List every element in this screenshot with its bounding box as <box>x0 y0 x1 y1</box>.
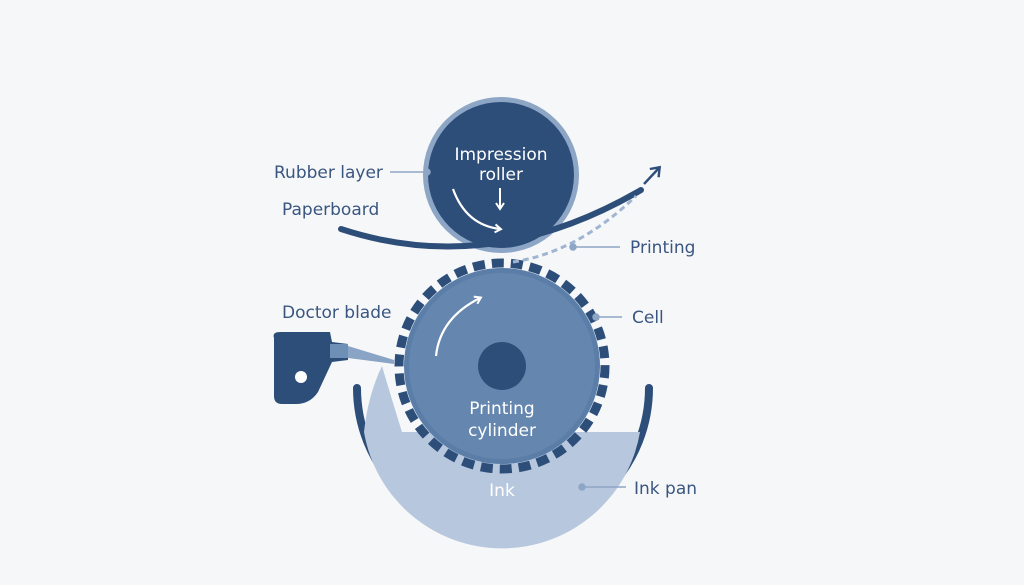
printed-ink-layer <box>512 194 638 264</box>
impression-roller-label-line2: roller <box>479 165 523 185</box>
ink-film <box>364 366 402 432</box>
cylinder-cells-ring <box>394 258 610 474</box>
doctor-blade-label: Doctor blade <box>282 303 391 323</box>
printing-cylinder-label-line2: cylinder <box>468 421 536 441</box>
rubber-layer-label: Rubber layer <box>274 163 383 183</box>
cylinder-hub <box>478 342 526 390</box>
impression-roller-label-line1: Impression <box>454 145 547 165</box>
leader-lines <box>390 168 626 491</box>
doctor-blade-tip <box>348 346 394 364</box>
paperboard-web <box>338 187 644 250</box>
printing-cylinder-label-line1: Printing <box>469 399 534 419</box>
doctor-blade <box>273 332 394 404</box>
printing-cylinder <box>394 258 610 474</box>
ink-label: Ink <box>489 481 515 501</box>
impression-roller <box>423 97 579 253</box>
doctor-blade-holder <box>273 332 348 404</box>
paper-direction-arrow <box>643 165 662 185</box>
ink-pool <box>364 432 640 549</box>
leader-dot-rubber-layer <box>423 168 431 176</box>
doctor-blade-pivot <box>295 371 307 383</box>
paperboard-label: Paperboard <box>282 200 379 220</box>
leader-dot-cell <box>592 313 600 321</box>
ink-pan-label: Ink pan <box>634 479 697 499</box>
leader-dot-printing <box>569 243 577 251</box>
roller-rotation-arrow <box>451 188 503 234</box>
cylinder-rotation-arrow <box>434 295 483 357</box>
doctor-blade-clamp <box>330 344 348 358</box>
printing-label: Printing <box>630 238 695 258</box>
cell-label: Cell <box>632 308 664 328</box>
leader-dot-ink-pan <box>578 483 586 491</box>
